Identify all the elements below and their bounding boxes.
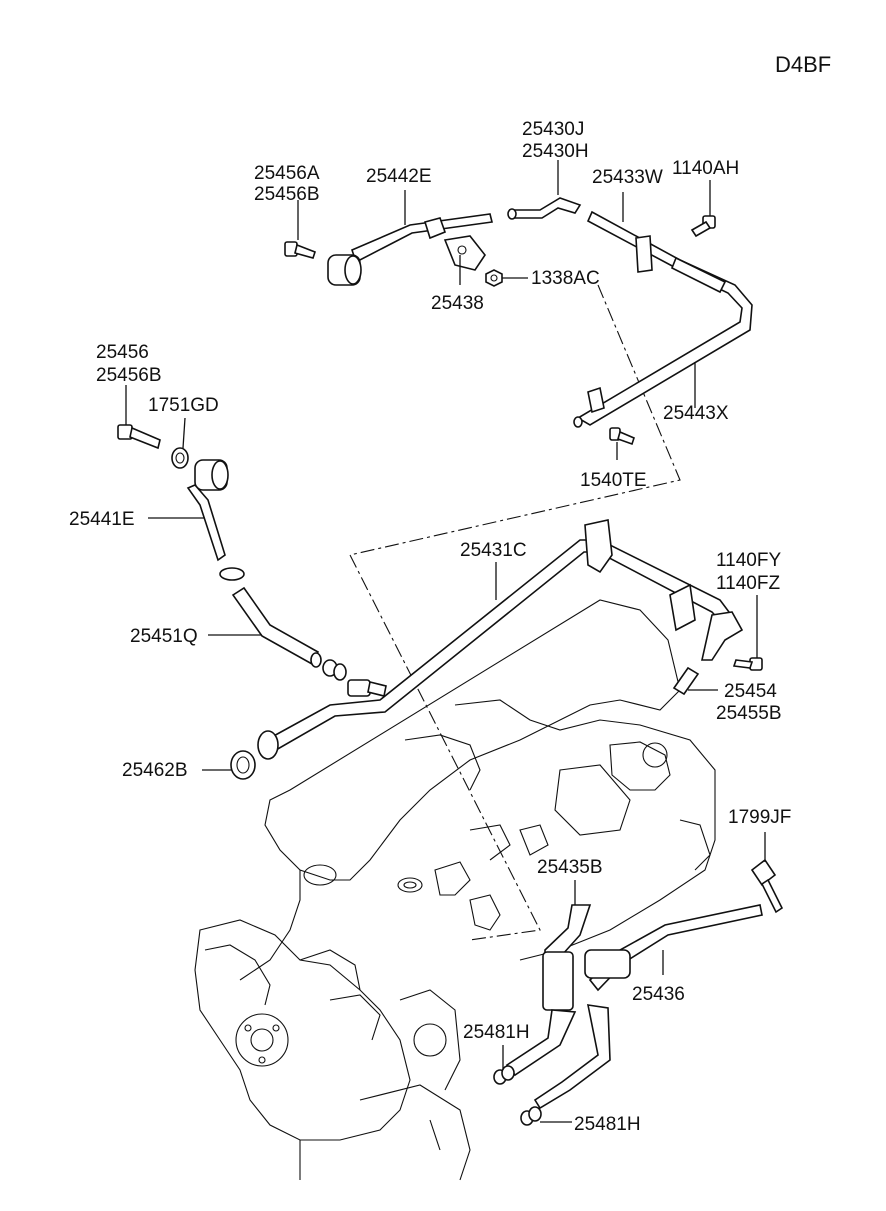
- hose-25436: [533, 904, 763, 1110]
- label-25430J: 25430J: [522, 119, 584, 140]
- seal-25462B: [230, 750, 256, 780]
- label-25462B: 25462B: [122, 760, 188, 781]
- label-1140FZ: 1140FZ: [716, 573, 780, 594]
- bracket-25438: [443, 235, 486, 271]
- nut-1338AC: [485, 269, 503, 287]
- label-1751GD: 1751GD: [148, 395, 219, 416]
- reference-lines: [349, 284, 681, 941]
- label-1799JF: 1799JF: [728, 807, 791, 828]
- label-25433W: 25433W: [592, 167, 663, 188]
- label-25430H: 25430H: [522, 141, 589, 162]
- hose-25454: [672, 666, 700, 696]
- bolt-25456A: [284, 241, 316, 259]
- label-25454: 25454: [724, 681, 777, 702]
- label-25456B-top: 25456B: [254, 184, 320, 205]
- label-25442E: 25442E: [366, 166, 432, 187]
- label-1540TE: 1540TE: [580, 470, 647, 491]
- washer-1751GD: [171, 447, 189, 469]
- label-25451Q: 25451Q: [130, 626, 198, 647]
- bolt-1140FY: [732, 657, 763, 671]
- label-25441E: 25441E: [69, 509, 135, 530]
- hose-25451Q: [231, 586, 322, 668]
- pipe-25441E: [186, 459, 229, 562]
- clamp-25481H-lower: [520, 1106, 542, 1126]
- label-25455B: 25455B: [716, 703, 782, 724]
- label-25481H-upper: 25481H: [463, 1022, 530, 1043]
- hose-25430J: [507, 197, 582, 220]
- label-25443X: 25443X: [663, 403, 729, 424]
- pipe-25443X: [573, 210, 753, 428]
- pipe-25442E: [327, 213, 493, 286]
- label-1338AC: 1338AC: [531, 268, 600, 289]
- label-25438: 25438: [431, 293, 484, 314]
- label-1140AH: 1140AH: [672, 158, 739, 179]
- fitting-left: [347, 679, 387, 697]
- clip-1799JF: [750, 858, 784, 914]
- pipe-25431C: [257, 519, 744, 760]
- label-25456A: 25456A: [254, 163, 320, 184]
- part-labels: 25456A 25456B 25442E 25430J 25430H 25433…: [69, 119, 791, 1135]
- bolt-25456: [117, 424, 161, 450]
- clamp-25481H-upper: [493, 1065, 515, 1085]
- hose-25435B: [505, 904, 592, 1077]
- model-code: D4BF: [775, 52, 831, 77]
- label-25431C: 25431C: [460, 540, 527, 561]
- label-1140FY: 1140FY: [716, 550, 781, 571]
- label-25456B-left: 25456B: [96, 365, 162, 386]
- label-25435B: 25435B: [537, 857, 603, 878]
- label-25436: 25436: [632, 984, 685, 1005]
- clamp-upper-left: [219, 567, 245, 581]
- label-25481H-lower: 25481H: [574, 1114, 641, 1135]
- leader-lines: [125, 160, 766, 1123]
- label-25456: 25456: [96, 342, 149, 363]
- bolt-1140AH: [690, 215, 716, 238]
- clamp-lower-left: [322, 659, 347, 681]
- engine-block: [194, 599, 716, 1181]
- bolt-1540TE: [609, 427, 635, 446]
